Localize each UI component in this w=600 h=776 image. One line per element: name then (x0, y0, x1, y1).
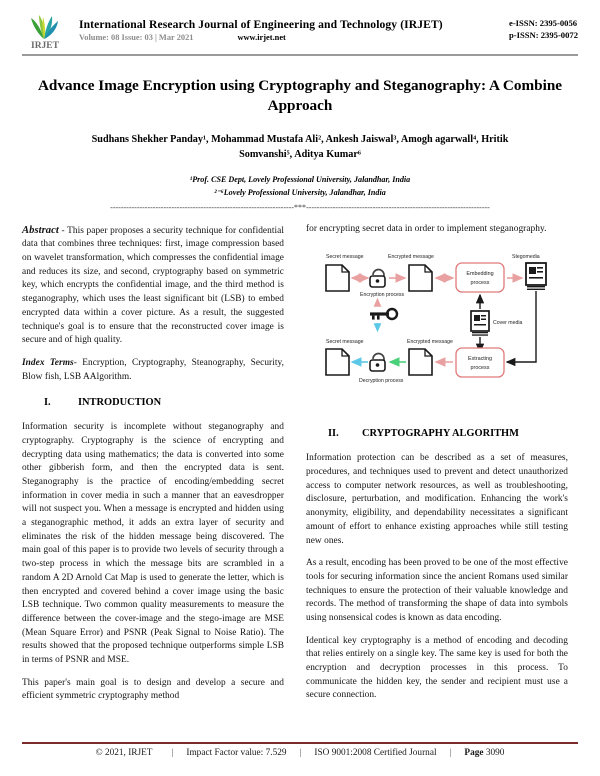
abstract-paragraph: Abstract - This paper proposes a securit… (22, 223, 284, 348)
issn-block: e-ISSN: 2395-0056 p-ISSN: 2395-0072 (499, 18, 578, 42)
box-extracting-process (455, 347, 505, 379)
document-icon-secret-top (325, 264, 350, 293)
left-column: Abstract - This paper proposes a securit… (22, 223, 284, 723)
intro-continuation: for encrypting secret data in order to i… (306, 223, 547, 234)
abstract-label: Abstract (22, 224, 59, 236)
masthead: IRJET International Research Journal of … (0, 0, 600, 52)
crypto-paragraph-2: As a result, encoding has been proved to… (306, 558, 568, 623)
footer-separator-3: | (449, 748, 452, 758)
lock-closed-icon-decryption (369, 353, 386, 373)
footer-separator-2: | (299, 748, 302, 758)
document-icon-encrypted-top (408, 264, 433, 293)
footer-content: © 2021, IRJET | Impact Factor value: 7.5… (22, 748, 578, 758)
abstract-dash: - (58, 225, 68, 236)
document-icon-secret-bottom (325, 348, 350, 377)
two-column-body: Abstract - This paper proposes a securit… (22, 223, 578, 723)
section-separator: ----------------------------------------… (110, 202, 490, 212)
author-list: Sudhans Shekher Panday¹, Mohammad Mustaf… (24, 133, 576, 162)
section-number-1: I. (44, 397, 51, 409)
label-embedding-line1: Embedding (466, 271, 493, 277)
affiliations: ¹Prof. CSE Dept, Lovely Professional Uni… (0, 174, 600, 198)
footer-divider (22, 741, 578, 744)
masthead-center: International Research Journal of Engine… (77, 18, 499, 42)
key-icon (370, 308, 399, 321)
section-number-2: II. (328, 428, 339, 440)
label-encrypted-message-top: Encrypted message (388, 254, 434, 260)
document-icon-encrypted-bottom (408, 348, 433, 377)
crypto-paragraph-3: Identical key cryptography is a method o… (306, 635, 568, 701)
label-encryption-process: Encryption process (360, 292, 405, 298)
cover-media-icon (470, 310, 490, 337)
label-decryption-process: Decryption process (359, 378, 404, 384)
index-terms-label: Index Terms (22, 357, 74, 368)
page-title: Advance Image Encryption using Cryptogra… (37, 77, 563, 115)
section-heading-introduction: I. INTRODUCTION (22, 397, 284, 408)
index-terms-text: Encryption, Cryptography, Steanography, … (22, 357, 284, 382)
footer-page-number: 3090 (485, 748, 505, 758)
arrow-stegomedia-to-extracting (505, 291, 537, 367)
irjet-logo: IRJET (22, 10, 68, 50)
label-embedding-line2: process (471, 280, 490, 286)
label-encrypted-message-bottom: Encrypted message (407, 339, 453, 345)
label-secret-message-bottom: Secret message (326, 339, 364, 345)
logo-wordmark: IRJET (31, 41, 60, 50)
label-extracting-line1: Extracting (468, 356, 492, 362)
label-cover-media: Cover media (493, 320, 523, 326)
p-issn: p-ISSN: 2395-0072 (509, 30, 578, 40)
section-heading-cryptography: II. CRYPTOGRAPHY ALGORITHM (306, 428, 568, 439)
footer-iso-certification: ISO 9001:2008 Certified Journal (314, 748, 437, 758)
author-line-1: Sudhans Shekher Panday¹, Mohammad Mustaf… (91, 134, 509, 146)
footer-separator-1: | (171, 748, 174, 758)
footer-impact-factor: Impact Factor value: 7.529 (186, 748, 287, 758)
footer-page-label: Page (464, 748, 484, 758)
leaf-icon (31, 15, 58, 39)
index-terms-paragraph: Index Terms- Encryption, Cryptography, S… (22, 357, 284, 384)
stegomedia-icon (525, 262, 547, 291)
masthead-divider (22, 54, 578, 56)
footer-copyright: © 2021, IRJET (95, 748, 153, 758)
author-line-2: Somvanshi⁵, Aditya Kumar⁶ (239, 148, 361, 160)
journal-title: International Research Journal of Engine… (79, 18, 443, 31)
masthead-subline: Volume: 08 Issue: 03 | Mar 2021 www.irje… (79, 33, 499, 42)
page-footer: © 2021, IRJET | Impact Factor value: 7.5… (0, 741, 600, 758)
label-secret-message-top: Secret message (326, 254, 364, 260)
box-embedding-process (455, 262, 505, 294)
label-extracting-line2: process (471, 365, 490, 371)
index-terms-dash: - (73, 357, 83, 368)
volume-issue: Volume: 08 Issue: 03 | Mar 2021 (79, 33, 194, 42)
crypto-paragraph-1: Information protection can be described … (306, 453, 568, 546)
figure-steganography-flow: Secret message Encrypted message Stegome… (306, 247, 568, 415)
intro-paragraph-1: Information security is incomplete witho… (22, 422, 284, 665)
label-stegomedia: Stegomedia (512, 254, 540, 260)
intro-paragraph-2: This paper's main goal is to design and … (22, 677, 284, 702)
journal-website[interactable]: www.irjet.net (237, 33, 286, 42)
affiliation-1: ¹Prof. CSE Dept, Lovely Professional Uni… (189, 175, 411, 185)
e-issn: e-ISSN: 2395-0056 (509, 18, 578, 29)
lock-open-icon-encryption (369, 269, 386, 289)
affiliation-2: ²⁻⁶Lovely Professional University, Jalan… (214, 187, 386, 197)
footer-page: Page 3090 (464, 748, 504, 758)
section-title-2: CRYPTOGRAPHY ALGORITHM (362, 428, 519, 440)
section-title-1: INTRODUCTION (78, 397, 162, 409)
abstract-text: This paper proposes a security technique… (22, 225, 284, 346)
right-column: for encrypting secret data in order to i… (306, 223, 568, 723)
